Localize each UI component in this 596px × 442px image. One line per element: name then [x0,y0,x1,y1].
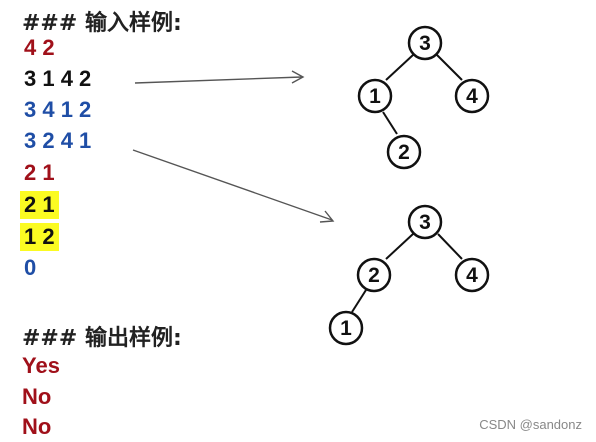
tree-2-node-1: 1 [328,310,364,346]
tree-1-node-1: 1 [357,78,393,114]
tree-1-node-3: 3 [407,25,443,61]
svg-text:4: 4 [466,264,478,287]
tree-1-node-4: 4 [454,78,490,114]
tree-1-edge-3-4 [436,54,463,81]
svg-text:2: 2 [368,264,380,287]
input-line-5: 2 1 [24,160,55,185]
arrow-to-tree-2 [132,149,335,223]
tree-2-edge-3-2 [385,233,414,260]
svg-text:4: 4 [466,85,478,108]
output-line-1: Yes [22,353,60,378]
input-line-7-highlighted: 1 2 [20,223,59,251]
tree-2-edge-2-1 [351,289,367,313]
input-line-3: 3 4 1 2 [24,97,92,122]
arrow-to-tree-1 [134,70,305,84]
output-sample-heading: ### 输出样例: [22,326,182,351]
svg-text:2: 2 [398,141,410,164]
svg-text:3: 3 [419,32,431,55]
tree-2-node-3: 3 [407,204,443,240]
tree-1-edge-1-2 [382,111,398,135]
svg-text:3: 3 [419,211,431,234]
input-sample-heading: ### 输入样例: [22,11,182,36]
tree-1-edge-3-1 [385,54,414,81]
svg-text:1: 1 [369,85,381,108]
tree-2-edge-3-4 [437,233,463,260]
tree-2-node-2: 2 [356,257,392,293]
output-line-3: No [22,414,52,439]
input-line-6-highlighted: 2 1 [20,191,59,219]
input-line-1: 4 2 [24,35,55,60]
csdn-watermark: CSDN @sandonz [479,417,582,432]
tree-2: 3 2 4 1 [328,204,490,346]
input-line-4: 3 2 4 1 [24,128,92,153]
input-line-2: 3 1 4 2 [24,66,92,91]
input-line-8: 0 [24,255,37,280]
tree-2-node-4: 4 [454,257,490,293]
tree-1-node-2: 2 [386,134,422,170]
tree-1: 3 1 4 2 [357,25,490,170]
svg-text:1: 1 [340,317,352,340]
output-line-2: No [22,384,52,409]
